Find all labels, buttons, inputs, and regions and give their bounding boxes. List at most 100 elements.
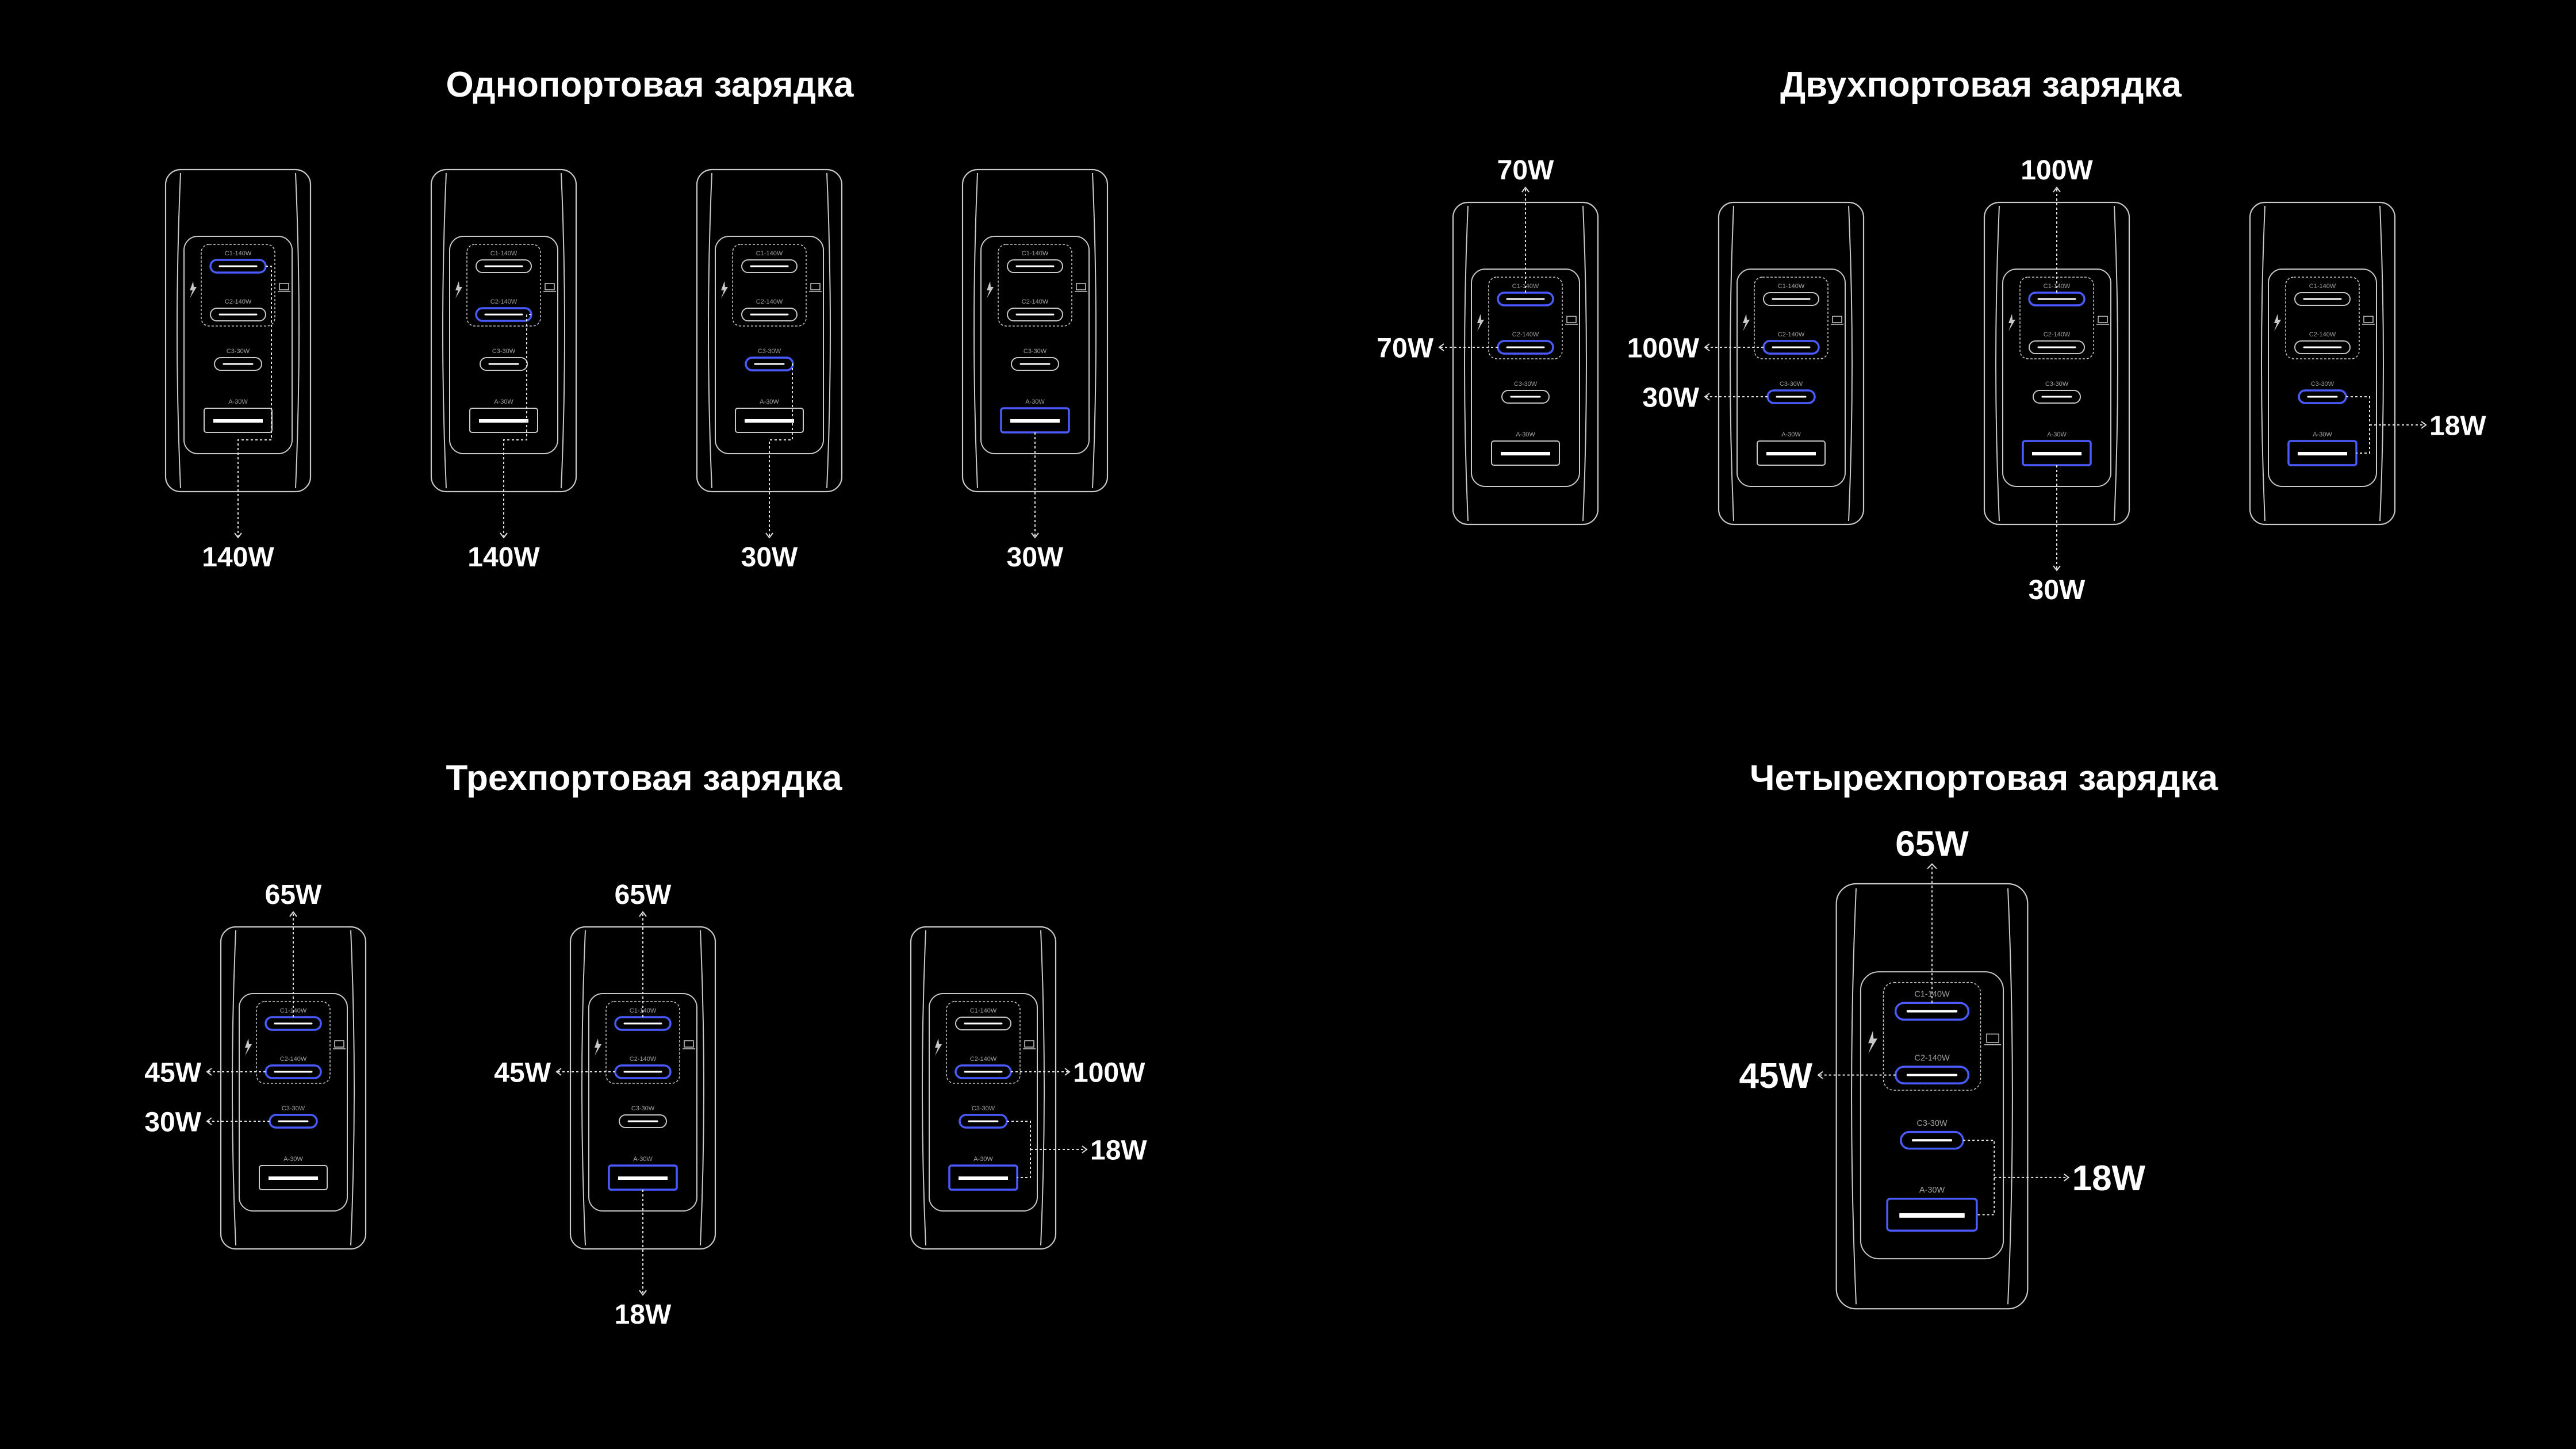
- port-label-a: A-30W: [228, 398, 248, 405]
- port-label-a: A-30W: [2313, 431, 2332, 438]
- output-arrow: [1521, 186, 1529, 193]
- port-label-c3: C3-30W: [758, 348, 781, 355]
- charger-body: [1718, 201, 1865, 526]
- shared-port-group: [946, 1001, 1021, 1084]
- usb-a-port-tongue: [2298, 452, 2347, 455]
- port-label-c1: C1-140W: [970, 1007, 997, 1014]
- output-arrow: [2053, 186, 2061, 193]
- port-label-c3: C3-30W: [2045, 381, 2069, 388]
- output-wattage: 30W: [1007, 542, 1064, 573]
- charger-body: [910, 926, 1057, 1250]
- port-label-c2: C2-140W: [756, 298, 783, 305]
- port-label-c3: C3-30W: [1514, 381, 1538, 388]
- port-label-c3: C3-30W: [1916, 1119, 1948, 1128]
- output-wattage: 140W: [202, 542, 274, 573]
- laptop-icon: [2363, 316, 2374, 323]
- charger-edge-right: [1092, 172, 1097, 489]
- usb-c-port-c2: [1007, 308, 1063, 321]
- output-arrow: [1817, 1071, 1823, 1079]
- output-arrow: [1031, 532, 1039, 539]
- lightning-icon: [595, 1038, 601, 1056]
- output-wattage: 100W: [1073, 1057, 1145, 1088]
- output-wattage: 65W: [615, 880, 672, 910]
- charger-edge-left: [1730, 205, 1734, 522]
- usb-c-port-c1: [741, 259, 798, 273]
- usb-c-port-c1: [2294, 292, 2351, 306]
- lightning-icon: [721, 281, 728, 298]
- output-arrow: [1064, 1068, 1071, 1076]
- output-wattage: 140W: [467, 542, 540, 573]
- port-label-c2: C2-140W: [970, 1056, 997, 1063]
- lightning-icon: [190, 281, 197, 298]
- output-bracket: [1963, 1140, 1995, 1216]
- output-arrow: [206, 1068, 212, 1076]
- shared-port-group: [998, 244, 1072, 327]
- output-arrow: [500, 532, 508, 539]
- shared-port-group: [201, 244, 275, 327]
- usb-c-port-c2: [2029, 340, 2085, 354]
- charger-body: [2249, 201, 2396, 526]
- port-label-c2: C2-140W: [280, 1056, 307, 1063]
- usb-a-port: [1886, 1198, 1978, 1232]
- port-label-c2: C2-140W: [630, 1056, 657, 1063]
- output-wattage: 30W: [741, 542, 798, 573]
- port-label-a: A-30W: [283, 1156, 303, 1163]
- shared-port-group: [2285, 277, 2360, 359]
- usb-a-port: [735, 408, 804, 433]
- port-label-c3: C3-30W: [227, 348, 250, 355]
- usb-c-port-c3: [619, 1114, 667, 1128]
- usb-a-port-tongue: [213, 419, 263, 423]
- port-label-c1: C1-140W: [2309, 283, 2336, 290]
- port-label-c3: C3-30W: [1023, 348, 1047, 355]
- port-label-c2: C2-140W: [1022, 298, 1049, 305]
- charger-edge-left: [1464, 205, 1469, 522]
- lightning-icon: [245, 1038, 252, 1056]
- output-line-c2: [503, 314, 531, 538]
- section-title-single-port: Однопортовая зарядка: [446, 65, 854, 105]
- output-wattage: 45W: [494, 1057, 551, 1088]
- section-title-triple-port: Трехпортовая зарядка: [446, 758, 842, 798]
- port-label-c1: C1-140W: [1778, 283, 1805, 290]
- usb-a-port: [1491, 440, 1560, 466]
- charger-edge-left: [973, 172, 978, 489]
- lightning-icon: [455, 281, 462, 298]
- output-arrow: [1438, 343, 1444, 351]
- lightning-icon: [1868, 1031, 1877, 1054]
- output-wattage: 70W: [1497, 155, 1554, 186]
- charger-edge-right: [700, 930, 704, 1246]
- usb-a-port-tongue: [618, 1176, 668, 1180]
- charger-edge-left: [922, 930, 926, 1246]
- output-wattage: 65W: [265, 880, 322, 910]
- lightning-icon: [2274, 314, 2281, 331]
- usb-c-port-c1: [1007, 259, 1063, 273]
- port-label-c3: C3-30W: [1780, 381, 1803, 388]
- port-label-a: A-30W: [2047, 431, 2067, 438]
- output-wattage: 18W: [2429, 411, 2486, 441]
- usb-a-port-tongue: [269, 1176, 318, 1180]
- laptop-icon: [1832, 316, 1842, 323]
- port-label-a: A-30W: [633, 1156, 653, 1163]
- output-wattage: 70W: [1377, 333, 1433, 363]
- charger-edge-right: [826, 172, 831, 489]
- usb-a-port: [469, 408, 538, 433]
- output-line-c3: [769, 363, 793, 538]
- charger-edge-right: [350, 930, 355, 1246]
- usb-a-port-tongue: [1501, 452, 1550, 455]
- laptop-icon: [1076, 283, 1086, 290]
- port-label-c1: C1-140W: [225, 250, 252, 257]
- output-wattage: 65W: [1895, 825, 1969, 864]
- lightning-icon: [1743, 314, 1750, 331]
- charger-edge-right: [295, 172, 300, 489]
- output-arrow: [765, 532, 773, 539]
- section-title-quad-port: Четырехпортовая зарядка: [1749, 758, 2218, 798]
- port-panel: [929, 993, 1038, 1212]
- charger-edge-left: [177, 172, 181, 489]
